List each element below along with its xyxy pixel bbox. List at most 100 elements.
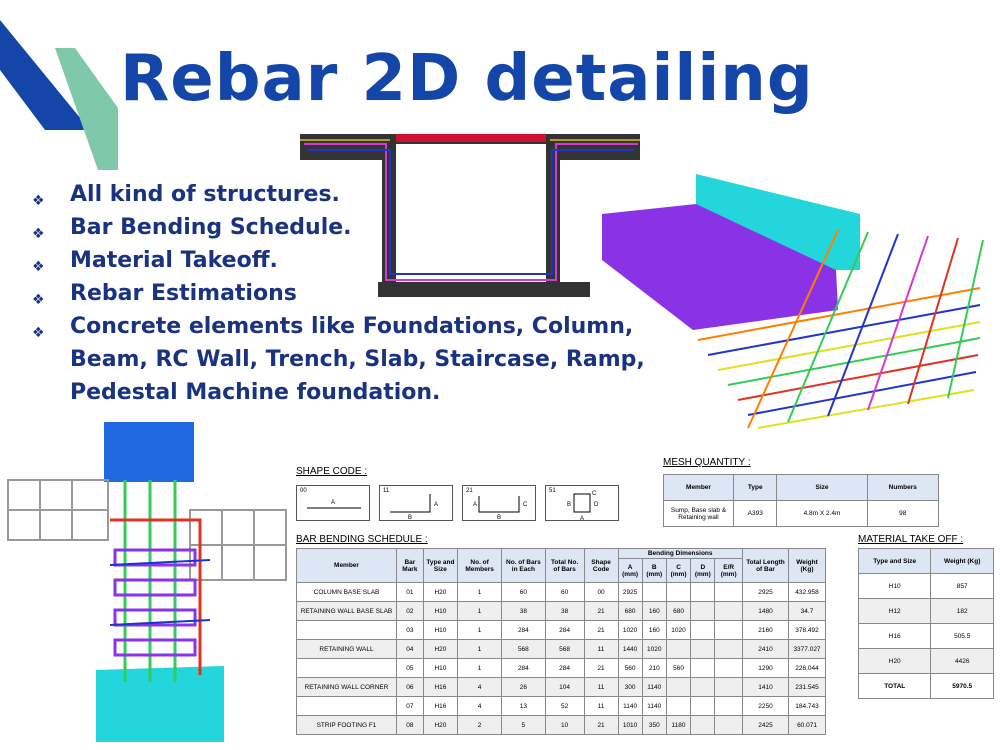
table-cell: H12 [857, 598, 932, 624]
shape-51-diagram: A B C D [567, 491, 599, 522]
table-cell: 1480 [741, 601, 790, 621]
table-cell: 1 [457, 658, 503, 678]
table-cell: H20 [857, 648, 932, 674]
table-cell [690, 582, 716, 602]
shape-code-box: 51 A B C D [545, 485, 619, 522]
table-cell: 160 [641, 620, 667, 640]
column-header: Size [776, 474, 868, 501]
table-cell: 1180 [665, 715, 692, 735]
feature-text: Concrete elements like Foundations, Colu… [70, 314, 645, 405]
feature-text: All kind of structures. [70, 182, 340, 207]
table-cell [714, 601, 743, 621]
table-cell: 160 [641, 601, 667, 621]
shape-code-number: 51 [549, 488, 556, 494]
table-cell: 568 [544, 639, 585, 659]
table-cell: 2160 [741, 620, 790, 640]
table-cell: 60 [501, 582, 546, 602]
shape-00-diagram: A [307, 500, 361, 509]
table-cell: 00 [583, 582, 619, 602]
table-cell: 34.7 [788, 601, 826, 621]
table-cell: 4 [457, 677, 503, 697]
table-cell: 02 [396, 601, 424, 621]
table-cell: 182 [930, 598, 994, 624]
table-cell: 432.958 [788, 582, 826, 602]
table-cell [665, 677, 692, 697]
table-cell [690, 696, 716, 716]
table-cell [690, 620, 716, 640]
table-cell: 857 [930, 573, 994, 599]
shape-code-number: 11 [383, 488, 390, 494]
feature-list: ❖All kind of structures. ❖Bar Bending Sc… [30, 178, 670, 409]
table-cell [690, 601, 716, 621]
table-cell: 11 [583, 639, 619, 659]
page-title: Rebar 2D detailing [120, 42, 814, 116]
diamond-bullet-icon: ❖ [32, 325, 45, 341]
shape-code-label: SHAPE CODE : [296, 466, 368, 477]
column-header: Total No. of Bars [544, 548, 585, 583]
table-cell: 06 [396, 677, 424, 697]
table-cell [690, 658, 716, 678]
table-cell [296, 658, 397, 678]
table-cell: 60.071 [788, 715, 826, 735]
table-cell: 10 [544, 715, 585, 735]
table-cell [665, 696, 692, 716]
table-cell: RETAINING WALL CORNER [296, 677, 397, 697]
table-cell: H10 [422, 620, 459, 640]
feature-text: Material Takeoff. [70, 248, 278, 273]
table-cell: 1140 [641, 696, 667, 716]
table-cell: H10 [422, 658, 459, 678]
dim-label: B [408, 515, 412, 521]
table-cell: 60 [544, 582, 585, 602]
table-cell [714, 639, 743, 659]
table-cell: 26 [501, 677, 546, 697]
table-cell [665, 639, 692, 659]
table-cell: 1140 [617, 696, 643, 716]
table-cell: 1290 [741, 658, 790, 678]
table-cell: RETAINING WALL [296, 639, 397, 659]
mesh-quantity-label: MESH QUANTITY : [663, 457, 751, 468]
table-cell: 1440 [617, 639, 643, 659]
bar-bending-schedule-table: Member Bar Mark Type and Size No. of Mem… [296, 548, 826, 735]
column-header: No. of Members [457, 548, 503, 583]
table-cell [690, 639, 716, 659]
feature-item: ❖Rebar Estimations [30, 277, 670, 310]
shape-code-box: 11 B A [379, 485, 453, 521]
table-cell: H20 [422, 715, 459, 735]
table-cell: 5 [501, 715, 546, 735]
table-cell: 2925 [741, 582, 790, 602]
shape-code-number: 21 [466, 488, 473, 494]
table-cell: 680 [617, 601, 643, 621]
shape-21-diagram: A B C [473, 496, 528, 521]
column-header: D (mm) [690, 558, 716, 583]
column-header: B (mm) [641, 558, 667, 583]
column-header: Member [663, 474, 734, 501]
table-cell [714, 658, 743, 678]
table-cell: 568 [501, 639, 546, 659]
table-cell: 2250 [741, 696, 790, 716]
table-cell: 505.5 [930, 623, 994, 649]
column-header: C (mm) [665, 558, 692, 583]
table-cell: H16 [422, 677, 459, 697]
table-cell: 226.044 [788, 658, 826, 678]
table-cell: 104 [544, 677, 585, 697]
table-cell: A393 [732, 500, 778, 527]
shape-code-box: 21 A B C [462, 485, 536, 521]
column-header: A (mm) [617, 558, 643, 583]
table-cell [690, 715, 716, 735]
table-cell: 38 [544, 601, 585, 621]
table-cell: 284 [501, 620, 546, 640]
trench-section-drawing [300, 134, 640, 297]
table-cell: 1020 [641, 639, 667, 659]
table-cell: 13 [501, 696, 546, 716]
table-cell: 01 [396, 582, 424, 602]
table-cell: 2425 [741, 715, 790, 735]
retaining-wall-3d-view [602, 174, 984, 429]
column-header: Total Length of Bar [741, 548, 790, 583]
table-cell [714, 715, 743, 735]
mesh-quantity-table: Member Type Size Numbers Sump, Base slab… [663, 474, 940, 527]
dim-label: D [594, 502, 599, 508]
diamond-bullet-icon: ❖ [32, 259, 45, 275]
table-cell: 1020 [617, 620, 643, 640]
